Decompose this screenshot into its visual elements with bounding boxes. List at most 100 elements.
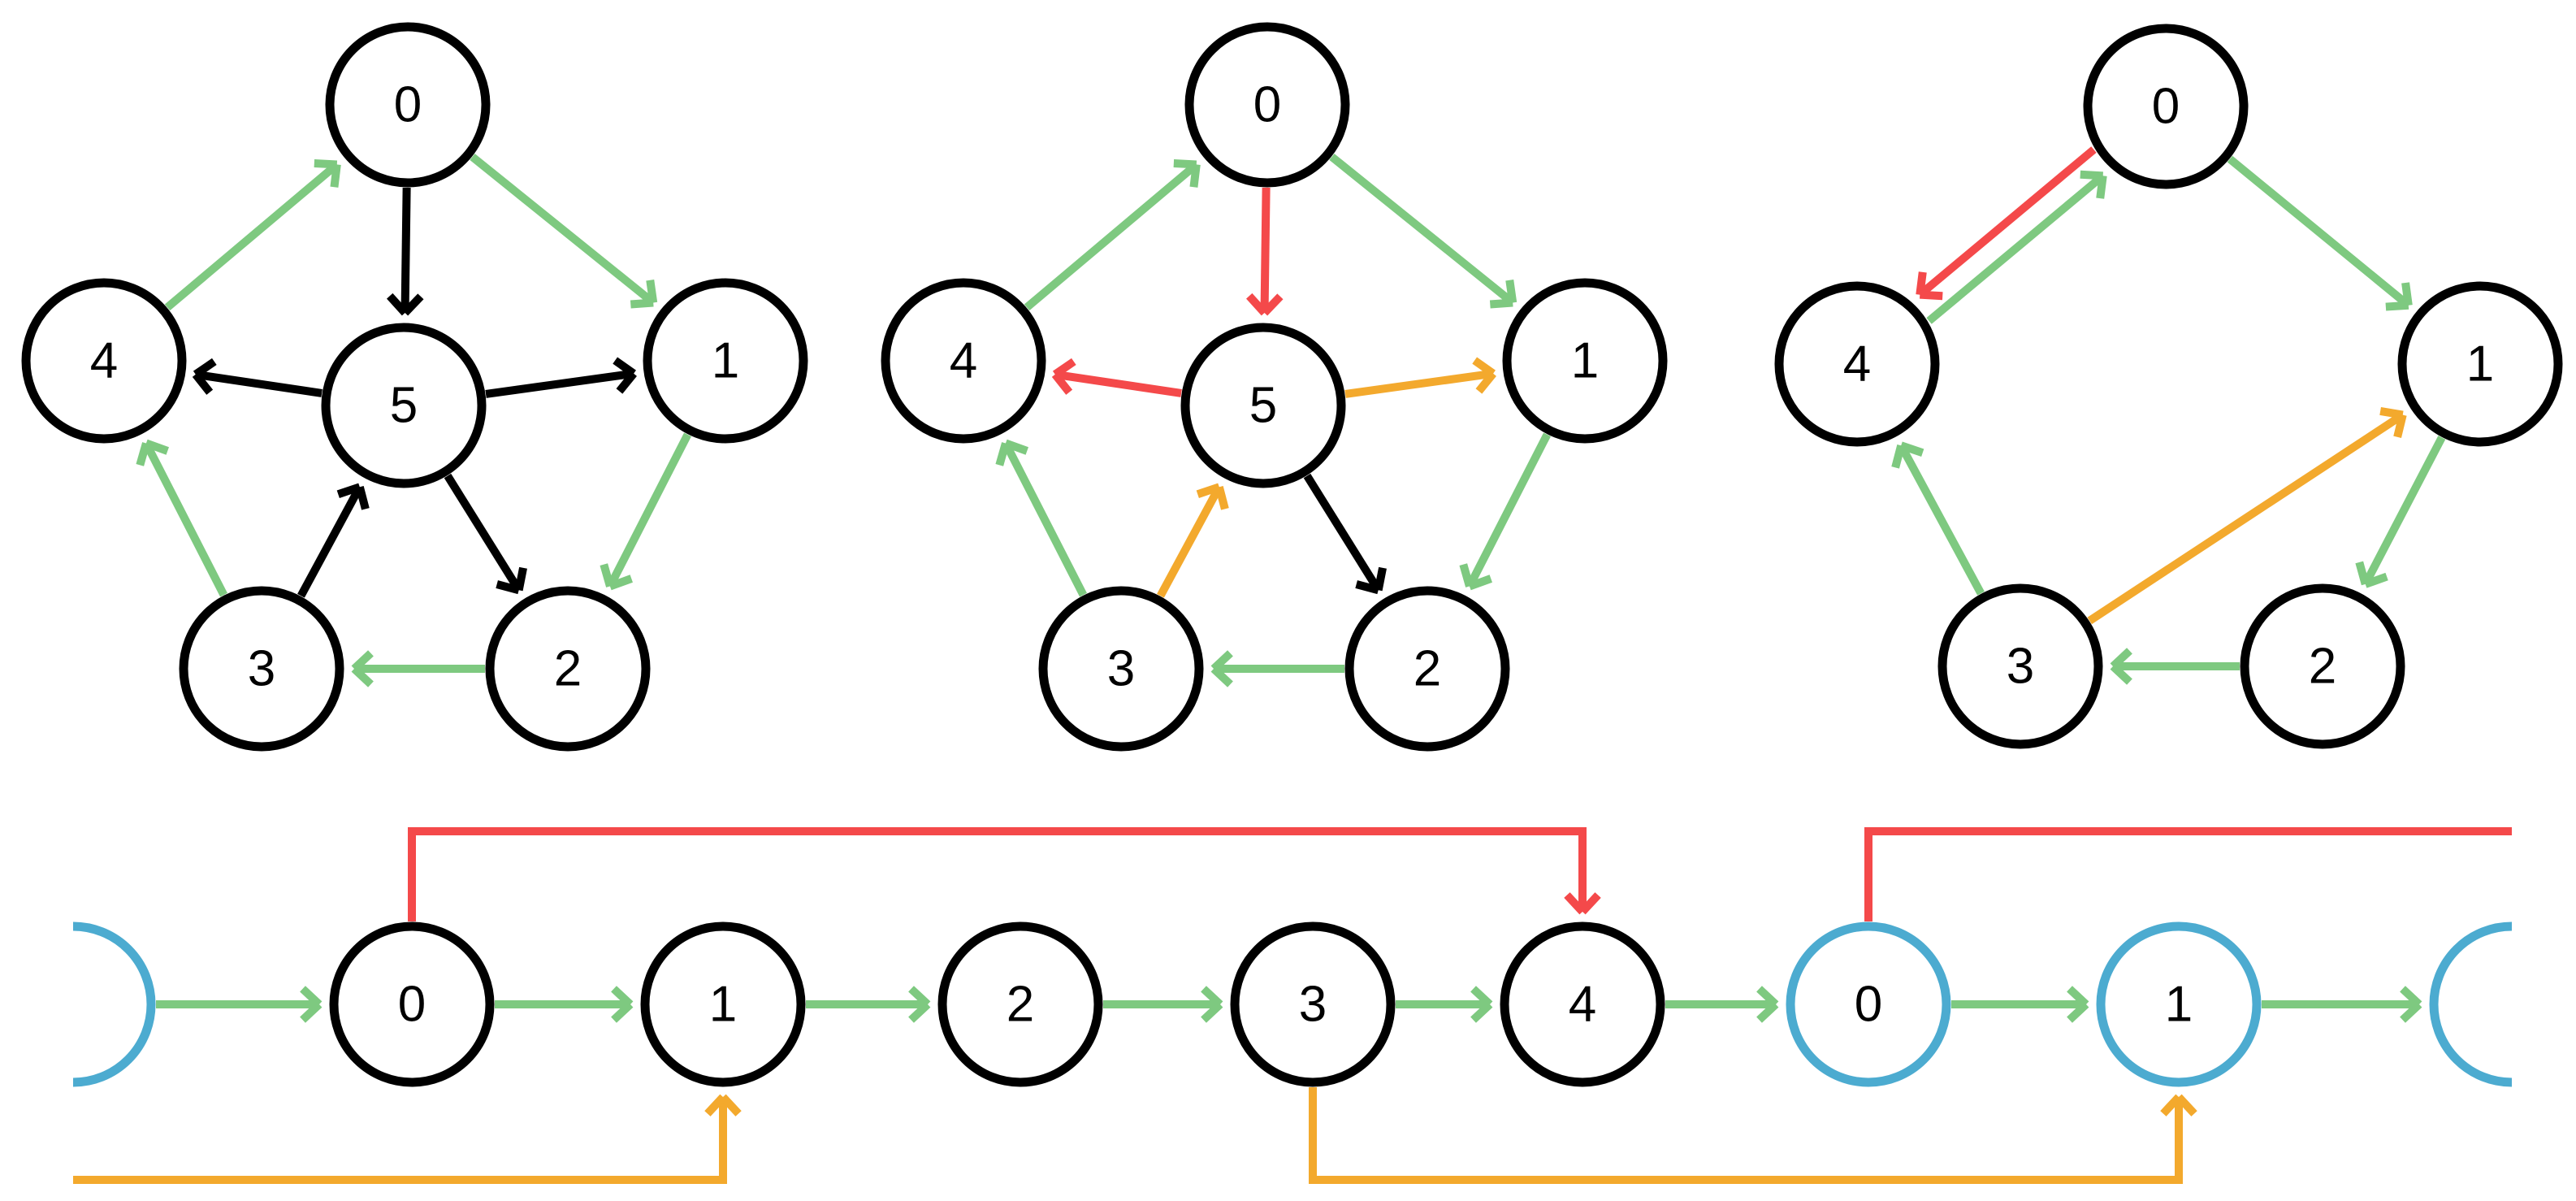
arrowhead-icon [1920, 290, 1943, 301]
arrowhead-icon [1374, 566, 1387, 592]
arrowhead-icon [704, 1094, 726, 1116]
node-label: 3 [2007, 639, 2034, 695]
edge-5-to-1 [485, 369, 634, 398]
node-circle-3 [1937, 583, 2103, 749]
node-circle-1 [1502, 278, 1668, 444]
node-label: 3 [1299, 977, 1327, 1033]
arrowhead-icon [300, 986, 323, 1008]
node-circle-c4 [1500, 921, 1665, 1087]
red-skip-arrow-0-to-4 [408, 827, 1587, 921]
pentagon-graph-right: 0 1 2 3 4 [1774, 24, 2563, 749]
node-label: 0 [1855, 977, 1882, 1033]
arrowhead-icon [1051, 371, 1073, 395]
edge-1-to-2 [1466, 432, 1551, 588]
arrowhead-icon [646, 280, 658, 304]
node-circle-c0 [329, 921, 495, 1087]
node-circle-4 [881, 278, 1046, 444]
node-label: 0 [2152, 79, 2180, 135]
node-label: 1 [1571, 333, 1599, 389]
edge-1-to-2 [606, 432, 691, 588]
node-circle-c3 [1230, 921, 1396, 1087]
edge-3-to-4 [1002, 441, 1087, 597]
node-label: 5 [1249, 378, 1277, 434]
arrowhead-icon [2400, 986, 2422, 1008]
orange-skip-arrow-prev-to-1 [73, 1097, 727, 1184]
arrowhead-icon [1579, 892, 1601, 915]
arrowhead-icon [2067, 986, 2089, 1008]
orange-skip-arrow-3-to-1 [1309, 1087, 2183, 1184]
node-label: 0 [1253, 77, 1281, 133]
node-label: 4 [950, 333, 977, 389]
edge-0-to-1 [470, 154, 656, 306]
edge-3-to-4 [1897, 443, 1985, 596]
edge-5-to-2 [1303, 473, 1382, 592]
arrowhead-icon [336, 483, 362, 498]
node-label: 0 [398, 977, 426, 1033]
edge-5-to-4 [1054, 370, 1182, 397]
red-skip-arrow-next-cycle [1864, 827, 2512, 921]
edge-3-to-5 [1157, 484, 1223, 598]
edge-0-to-5 [1260, 187, 1271, 314]
half-node-right [72, 921, 156, 1087]
edge-5-to-1 [1344, 369, 1494, 398]
node-label: 1 [2165, 977, 2193, 1033]
arrowhead-icon [1196, 483, 1221, 498]
node-circle-0 [2083, 24, 2249, 189]
arrowhead-icon [2110, 663, 2132, 685]
arrowhead-icon [611, 986, 634, 1008]
node-circle-b1 [2096, 921, 2262, 1087]
node-circle-4 [1774, 281, 1940, 447]
arrowhead-icon [1891, 444, 1906, 469]
node-label: 1 [2466, 336, 2494, 392]
arrowhead-icon [192, 371, 214, 395]
arrowhead-icon [1261, 293, 1284, 316]
node-circle-5 [1180, 323, 1346, 488]
arrowhead-icon [1210, 666, 1233, 687]
node-label: 2 [1007, 977, 1034, 1033]
node-circle-2 [485, 586, 651, 752]
node-circle-0 [1184, 22, 1350, 188]
edge-0-to-1 [2227, 155, 2411, 309]
node-circle-3 [179, 586, 344, 752]
arrowhead-icon [2160, 1094, 2182, 1116]
node-circle-2 [1344, 586, 1510, 752]
node-circle-4 [21, 278, 187, 444]
arrowhead-icon [514, 566, 527, 592]
arrowhead-icon [401, 293, 424, 316]
arrowhead-icon [136, 442, 150, 466]
node-label: 3 [248, 641, 275, 697]
node-circle-b0 [1786, 921, 1951, 1087]
node-label: 2 [1414, 641, 1441, 697]
edge-0-to-1 [1329, 154, 1516, 306]
arrowhead-icon [613, 357, 636, 377]
node-circle-1 [643, 278, 808, 444]
edge-1-to-2 [2362, 436, 2446, 587]
arrowhead-icon [1173, 159, 1197, 169]
node-label: 2 [2309, 639, 2336, 695]
edge-0-to-5 [400, 187, 411, 314]
edge-4-to-0 [164, 161, 340, 311]
node-label: 5 [390, 378, 418, 434]
node-circle-2 [2240, 583, 2405, 749]
arrowhead-icon [1468, 574, 1492, 591]
edge-5-to-2 [444, 473, 522, 592]
edge-0-to-4 [1917, 146, 2097, 298]
arrowhead-icon [2080, 170, 2103, 180]
arrowhead-icon [1470, 986, 1493, 1008]
node-label: 1 [712, 333, 739, 389]
arrowhead-icon [1472, 357, 1496, 377]
node-label: 4 [1843, 336, 1871, 392]
node-label: 4 [1569, 977, 1596, 1033]
arrowhead-icon [908, 986, 931, 1008]
arrowhead-icon [2379, 406, 2404, 419]
arrowhead-icon [1505, 280, 1517, 304]
edge-3-to-1 [2087, 411, 2405, 625]
node-circle-c2 [937, 921, 1103, 1087]
arrowhead-icon [608, 574, 633, 591]
node-circle-5 [321, 323, 487, 488]
edge-4-to-0 [1024, 161, 1200, 311]
